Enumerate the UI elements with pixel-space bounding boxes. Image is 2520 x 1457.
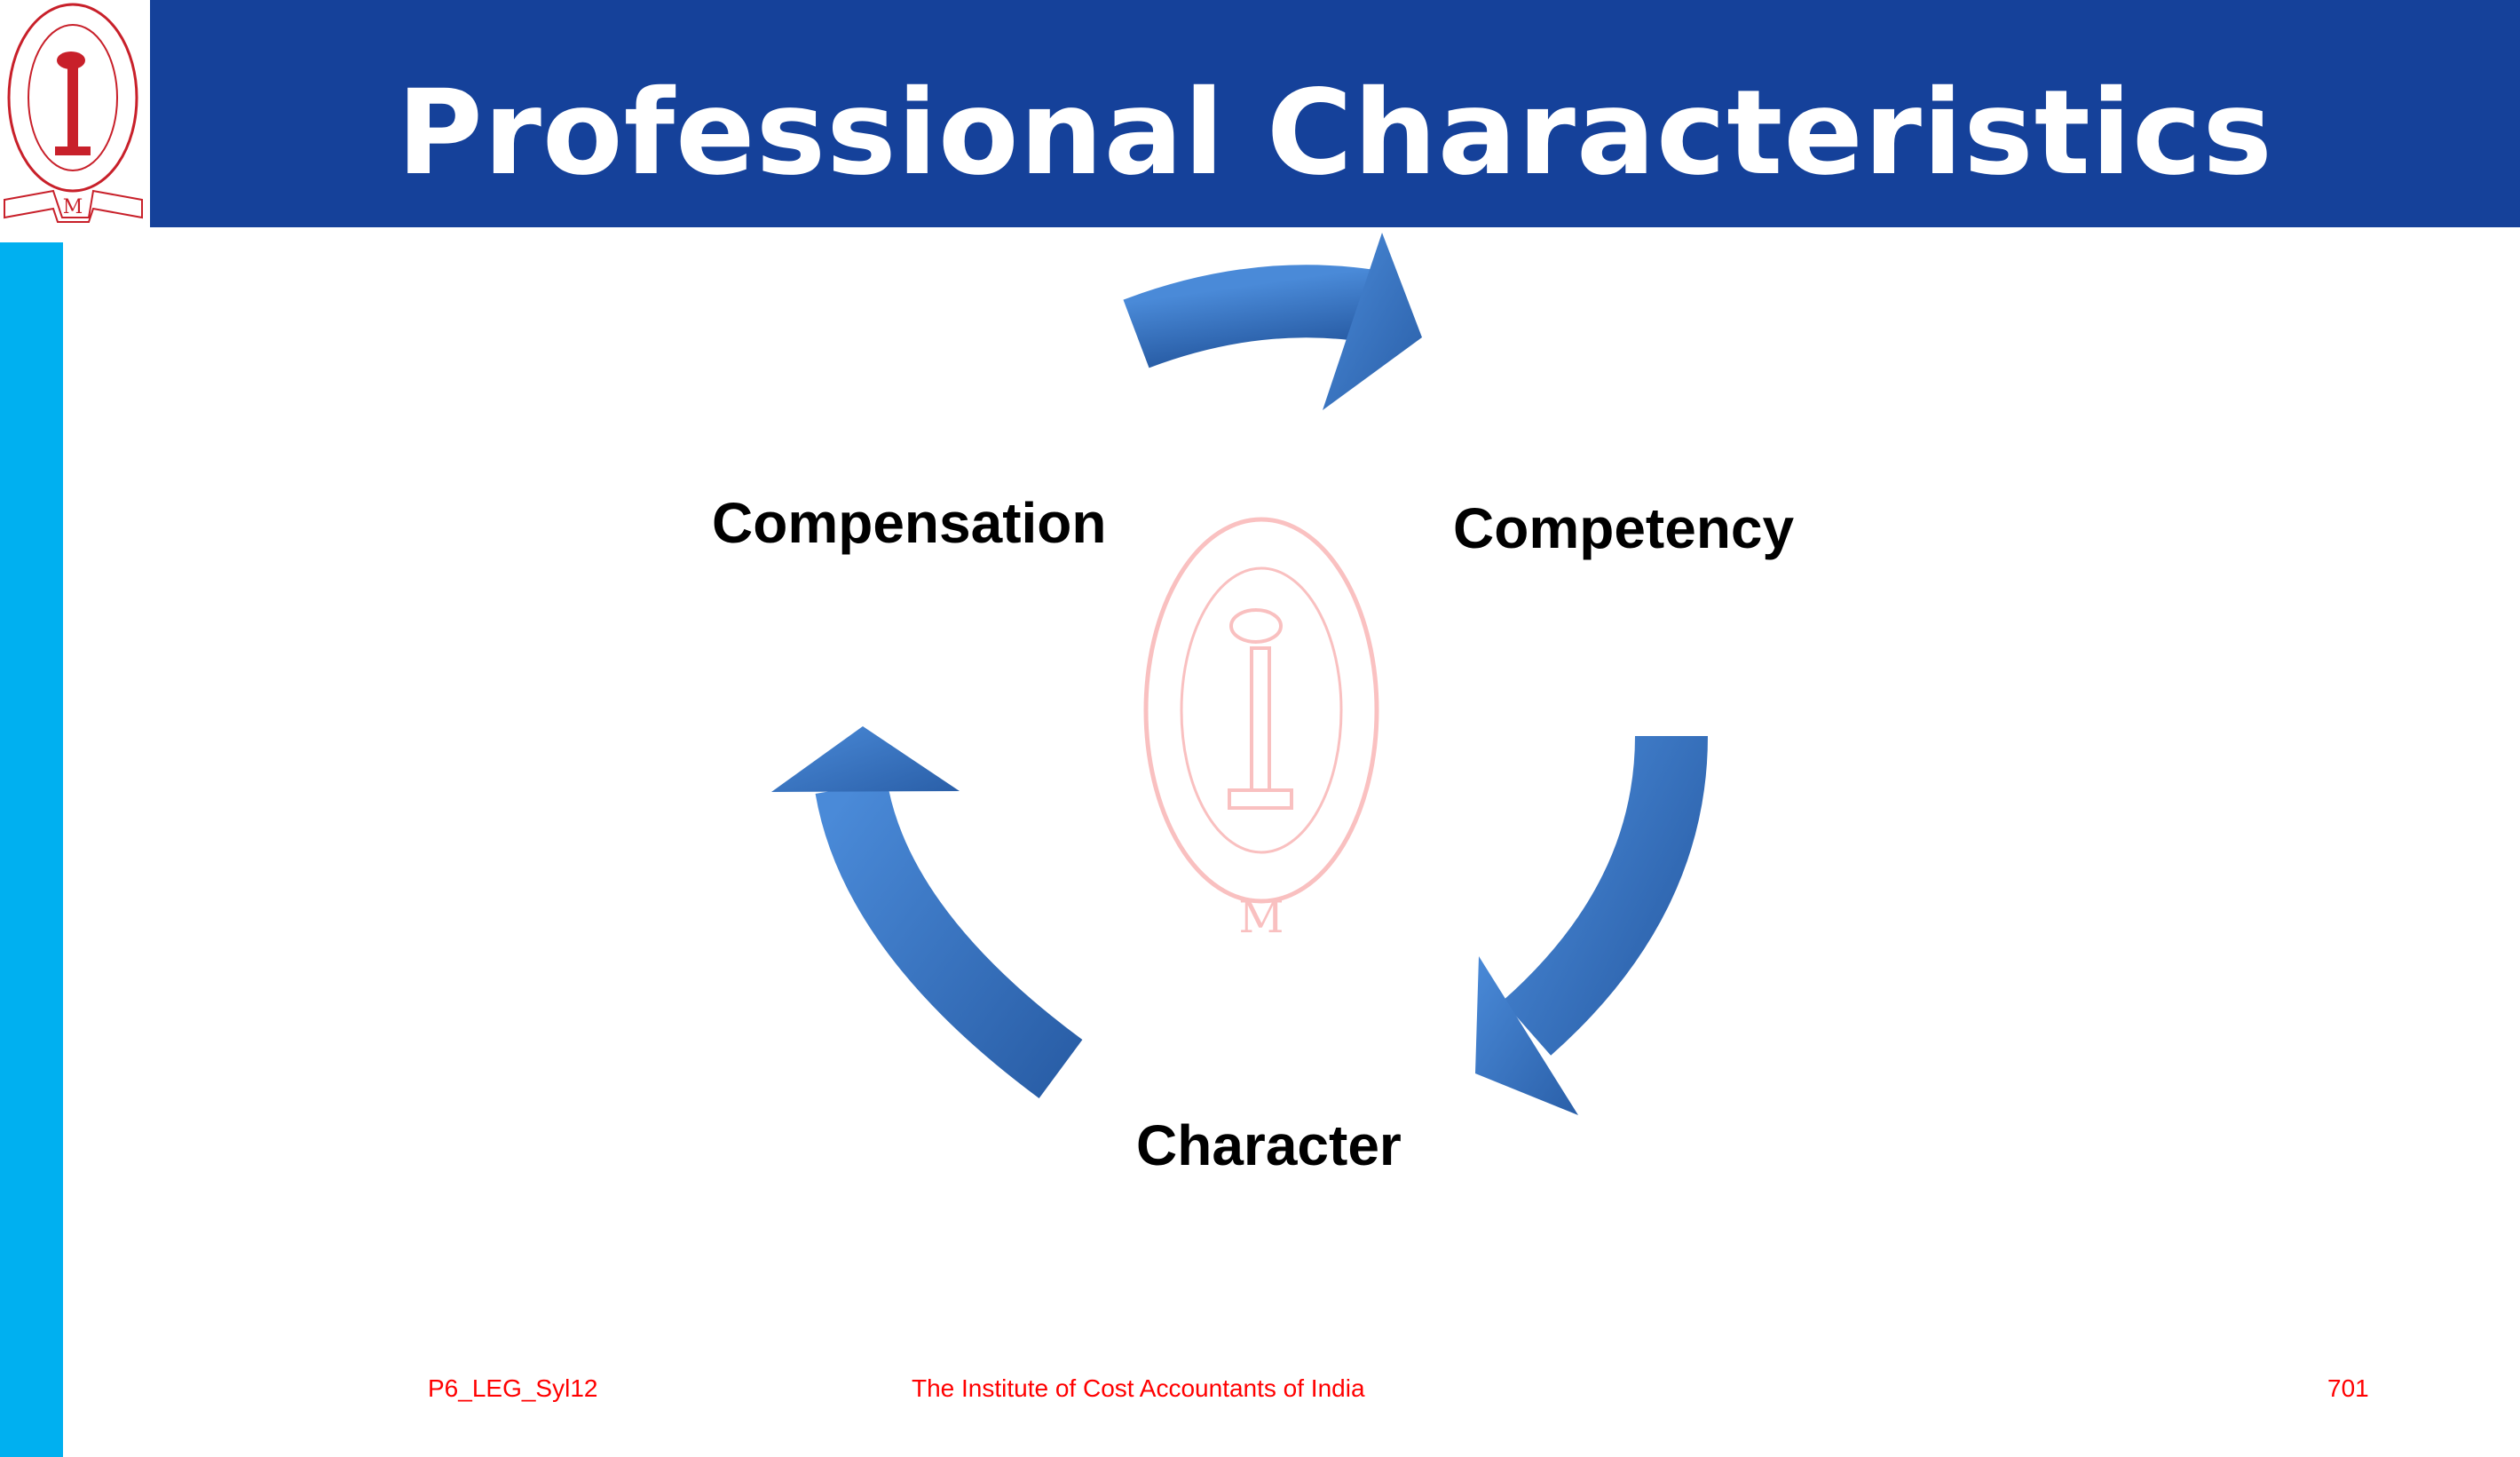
slide-title: Professional Characteristics [397,65,2273,202]
page-number: 701 [2327,1374,2369,1402]
svg-text:M: M [1238,891,1284,943]
arrow-compensation-to-competency [1123,233,1422,410]
svg-text:M: M [63,196,83,218]
footer-organization: The Institute of Cost Accountants of Ind… [912,1374,1365,1402]
arrow-character-to-compensation [771,726,1083,1098]
cycle-label-character: Character [1136,1113,1402,1177]
watermark-logo: M [1143,517,1379,943]
title-banner [150,0,2520,227]
side-accent-bar [0,242,63,1457]
cycle-label-compensation: Compensation [712,491,1107,555]
footer-code: P6_LEG_Syl12 [428,1374,598,1402]
cycle-label-competency: Competency [1453,496,1795,560]
arrow-competency-to-character [1475,735,1708,1115]
institute-logo: M [0,0,149,226]
